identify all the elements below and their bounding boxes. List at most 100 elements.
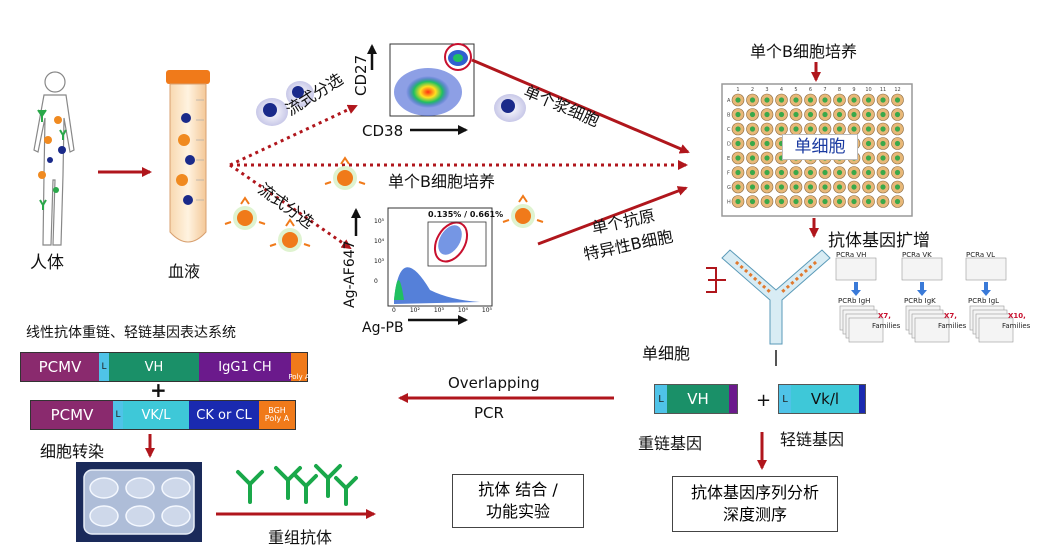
pcr-b-label: PCRb IgK bbox=[904, 297, 936, 305]
plate-well-cell bbox=[735, 97, 741, 103]
plate-well-cell bbox=[822, 184, 828, 190]
blood-label: 血液 bbox=[168, 262, 201, 281]
plate-row-letter: E bbox=[727, 156, 730, 162]
plate-row-letter: F bbox=[727, 171, 730, 177]
plate-column-number: 9 bbox=[852, 87, 855, 93]
heavy-vh-text: VH bbox=[144, 359, 164, 375]
plate-well-cell bbox=[880, 184, 886, 190]
plate-column-number: 1 bbox=[736, 87, 739, 93]
light-constant-text: CK or CL bbox=[196, 407, 252, 423]
plate-well-cell bbox=[807, 169, 814, 176]
heavy-promoter-text: PCMV bbox=[38, 358, 82, 376]
light-leader-text: L bbox=[115, 410, 121, 420]
pcr-families-label: Families bbox=[938, 322, 967, 330]
recombinant-antibody-label: 重组抗体 bbox=[268, 528, 333, 547]
vh-leader-segment: L bbox=[655, 385, 667, 413]
plasma-cell-icon bbox=[256, 81, 526, 126]
plate-well-cell bbox=[880, 155, 886, 161]
plate-row-letter: B bbox=[727, 113, 731, 119]
plate-column-number: 5 bbox=[794, 87, 797, 93]
plate-well-cell bbox=[880, 169, 886, 176]
plate-well-cell bbox=[894, 155, 901, 161]
plate-well-cell bbox=[749, 184, 756, 190]
light-gene-label: 轻链基因 bbox=[780, 430, 845, 449]
sequencing-box: 抗体基因序列分析 深度测序 bbox=[672, 476, 838, 532]
vh-end-segment bbox=[729, 385, 737, 413]
plate-well-cell bbox=[749, 97, 756, 103]
light-polya-text: BGH Poly A bbox=[264, 406, 290, 423]
heavy-chain-construct: PCMV L VH IgG1 CH Poly A bbox=[20, 352, 310, 382]
human-body-icon bbox=[33, 71, 75, 246]
plate-single-cell-label: 单细胞 bbox=[782, 134, 858, 160]
x-tick-labels: 0 10² 10³ 10⁴ 10⁵ bbox=[392, 307, 492, 314]
heavy-vh-segment: VH bbox=[109, 353, 199, 381]
pcr-label: PCR bbox=[474, 404, 504, 422]
plate-column-number: 11 bbox=[880, 87, 886, 93]
pcr-step-arrow-icon bbox=[981, 282, 991, 296]
flow-plot-antigen bbox=[387, 207, 493, 307]
plate-well-cell bbox=[764, 198, 770, 205]
gate-percent-label: 0.135% / 0.661% bbox=[428, 210, 504, 219]
plate-well-cell bbox=[865, 126, 872, 132]
plate-well-cell bbox=[735, 126, 741, 132]
plate-well-cell bbox=[735, 198, 741, 205]
sequencing-line2: 深度测序 bbox=[722, 505, 787, 524]
plate-well-cell bbox=[793, 111, 799, 118]
plate-well-cell bbox=[851, 184, 857, 190]
plate-well-cell bbox=[749, 198, 756, 205]
x-tick: 10⁴ bbox=[457, 307, 468, 314]
light-promoter-text: PCMV bbox=[50, 406, 94, 424]
plate-well-cell bbox=[836, 184, 843, 190]
plate-well-cell bbox=[836, 169, 843, 176]
plate-well-cell bbox=[793, 198, 799, 205]
y-tick: 10³ bbox=[374, 258, 385, 265]
vkl-end-segment bbox=[859, 385, 865, 413]
plate-well-cell bbox=[749, 111, 756, 118]
culture-dish-icon bbox=[76, 462, 202, 542]
plate-well-cell bbox=[822, 169, 828, 176]
plate-well-cell bbox=[793, 97, 799, 103]
x-tick: 10² bbox=[409, 307, 420, 314]
plate-well-cell bbox=[894, 97, 901, 103]
plate-row-letter: C bbox=[727, 127, 731, 133]
plate-well-cell bbox=[851, 111, 857, 118]
plate-column-number: 8 bbox=[838, 87, 841, 93]
arrow-plasma-to-plate bbox=[471, 58, 690, 154]
vh-variable-segment: VH bbox=[667, 385, 729, 413]
heavy-promoter-segment: PCMV bbox=[21, 353, 99, 381]
pcr-plate-sketch bbox=[848, 317, 884, 343]
cd27-label: CD27 bbox=[352, 54, 370, 96]
plate-well-cell bbox=[807, 126, 814, 132]
heavy-constant-segment: IgG1 CH bbox=[199, 353, 291, 381]
pcr-a-label: PCRa VH bbox=[836, 251, 867, 259]
plate-well-cell bbox=[735, 169, 741, 176]
pcr-families-label: Families bbox=[872, 322, 901, 330]
plate-well-cell bbox=[735, 155, 741, 161]
plate-well-cell bbox=[778, 111, 785, 118]
plate-well-cell bbox=[865, 111, 872, 118]
plate-well-cell bbox=[880, 111, 886, 118]
gate-circle bbox=[444, 43, 472, 71]
plate-row-letter: A bbox=[727, 98, 731, 104]
plate-well-cell bbox=[851, 126, 857, 132]
pcr-step-arrow-icon bbox=[917, 282, 927, 296]
light-constant-segment: CK or CL bbox=[189, 401, 259, 429]
plate-well-cell bbox=[880, 140, 886, 147]
plate-well-cell bbox=[894, 184, 901, 190]
plate-column-number: 6 bbox=[809, 87, 812, 93]
binding-assay-line1: 抗体 结合 / bbox=[478, 480, 558, 500]
blood-tube-icon bbox=[166, 70, 210, 243]
plate-column-number: 10 bbox=[865, 87, 871, 93]
plate-row-letter: H bbox=[727, 200, 731, 206]
plate-well-cell bbox=[778, 97, 785, 103]
plate-well-cell bbox=[822, 126, 828, 132]
plate-well-cell bbox=[865, 169, 872, 176]
heavy-leader-text: L bbox=[101, 362, 107, 372]
plate-well-cell bbox=[793, 169, 799, 176]
x-tick: 0 bbox=[392, 307, 396, 314]
plate-well-cell bbox=[865, 155, 872, 161]
y-tick-labels: 10⁵ 10⁴ 10³ 0 bbox=[374, 212, 384, 292]
plate-well-cell bbox=[865, 184, 872, 190]
pcr-b-label: PCRb IgL bbox=[968, 297, 1000, 305]
vkl-leader-segment: L bbox=[779, 385, 791, 413]
